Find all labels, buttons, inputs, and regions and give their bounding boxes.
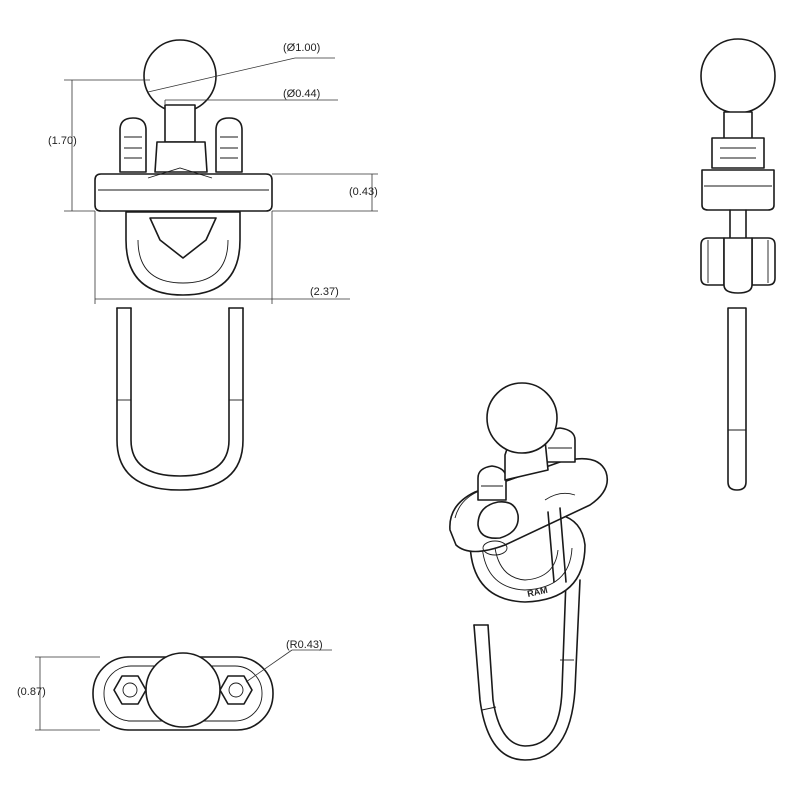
dim-width: (2.37): [310, 286, 339, 298]
front-neck: [164, 104, 196, 143]
front-nut-left: [119, 117, 147, 173]
dim-ball-diameter: (Ø1.00): [283, 42, 320, 54]
top-ball: [145, 652, 221, 728]
front-view: [94, 39, 273, 491]
side-ball: [700, 38, 776, 114]
side-u-bolt: [727, 307, 747, 491]
top-view: [92, 652, 274, 731]
iso-u-bolt: [473, 579, 581, 761]
front-u-bolt: [116, 307, 244, 491]
side-clamp-plate: [701, 169, 775, 211]
front-ball: [143, 39, 217, 113]
iso-nut-front: [477, 465, 507, 501]
dim-base-height: (0.43): [349, 186, 378, 198]
dim-depth: (0.87): [17, 686, 46, 698]
dim-neck-diameter: (Ø0.44): [283, 88, 320, 100]
dim-overall-height: (1.70): [48, 135, 77, 147]
front-clamp-plate: [94, 173, 273, 212]
iso-ball: [486, 382, 558, 454]
top-dimensions: (0.87) (R0.43): [17, 639, 332, 731]
side-view: [700, 38, 776, 491]
iso-marking: RAM: [526, 585, 548, 599]
side-cradle: [700, 237, 725, 286]
front-nut-right: [215, 117, 243, 173]
top-nut-left: [113, 675, 147, 705]
front-ball-base: [154, 141, 208, 173]
front-dimensions: (Ø1.00) (Ø0.44) (1.70) (0.43) (2.37): [48, 42, 378, 304]
isometric-view: RAM: [449, 382, 609, 761]
top-nut-right: [219, 675, 253, 705]
dim-corner-radius: (R0.43): [286, 639, 323, 651]
